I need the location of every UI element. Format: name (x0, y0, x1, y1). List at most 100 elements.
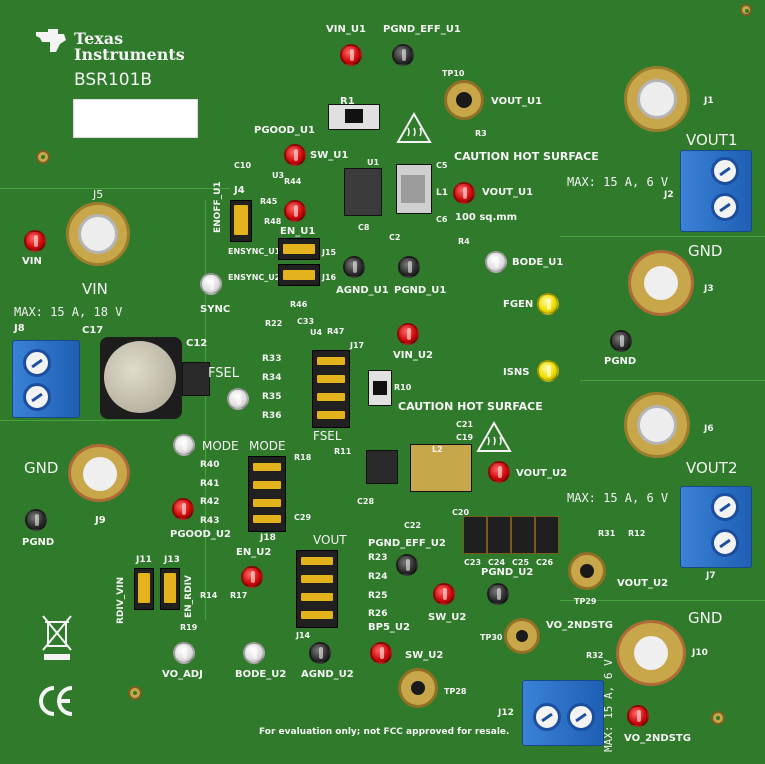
u4-label: U4 (310, 328, 323, 337)
testpoint-tp10[interactable] (444, 80, 484, 120)
vout1-rating: MAX: 15 A, 6 V (567, 175, 669, 189)
terminal-block-j8[interactable] (12, 340, 80, 418)
testpoint-fgen[interactable] (537, 293, 559, 315)
tp30-label: TP30 (480, 633, 503, 642)
tp-sync-label: SYNC (200, 304, 231, 315)
testpoint-vin-u2[interactable] (397, 323, 419, 345)
r4-label: R4 (458, 237, 470, 246)
testpoint-agnd-u2[interactable] (309, 642, 331, 664)
banana-jack-gnd[interactable] (68, 444, 130, 502)
j15-label: J15 (322, 248, 337, 257)
terminal-block-j7[interactable] (680, 486, 752, 568)
ic-u1 (344, 168, 382, 216)
jumper-j13[interactable] (160, 568, 180, 610)
tp-vout-u1-label: VOUT_U1 (482, 187, 534, 198)
testpoint-en-u1[interactable] (284, 200, 306, 222)
r45-label: R45 (260, 197, 278, 206)
testpoint-fsel[interactable] (227, 388, 249, 410)
banana-jack-vout1[interactable] (624, 66, 690, 132)
serial-label-area (73, 99, 198, 138)
caution-label-2: CAUTION HOT SURFACE (398, 400, 543, 413)
vo2nd-rating: MAX: 15 A, 6 V (602, 659, 615, 752)
testpoint-bode-u2[interactable] (243, 642, 265, 664)
testpoint-pgnd-u1[interactable] (398, 256, 420, 278)
fsel-label: FSEL (313, 429, 342, 443)
jumper-block-j14[interactable] (296, 550, 338, 628)
testpoint-sync[interactable] (200, 273, 222, 295)
hot-surface-icon (476, 421, 512, 452)
rdiv-vin-label: RDIV_VIN (116, 576, 126, 624)
tp-sw-u1-label: SW_U1 (310, 150, 349, 161)
banana-jack-vin[interactable] (66, 202, 130, 266)
c19-label: C19 (456, 433, 474, 442)
testpoint-pgnd-right[interactable] (610, 330, 632, 352)
trace (580, 380, 765, 382)
banana-jack-gnd-j10[interactable] (616, 620, 686, 686)
tp-vout-u2-tp-label: VOUT_U2 (617, 578, 669, 589)
c12-label: C12 (186, 338, 208, 349)
testpoint-agnd-u1[interactable] (343, 256, 365, 278)
testpoint-bode-u1[interactable] (485, 251, 507, 273)
testpoint-isns[interactable] (537, 360, 559, 382)
testpoint-pgnd-eff-u1[interactable] (392, 44, 414, 66)
testpoint-vo-adj[interactable] (173, 642, 195, 664)
c25-label: C25 (512, 558, 530, 567)
tp-vin-u2-label: VIN_U2 (393, 350, 433, 361)
jumper-block-j17[interactable] (312, 350, 350, 428)
r41-label: R41 (200, 479, 220, 489)
r47-label: R47 (327, 327, 345, 336)
tp-vo-adj-label: VO_ADJ (162, 669, 203, 680)
bulk-capacitor-c17 (100, 337, 182, 419)
jumper-block-j18[interactable] (248, 456, 286, 532)
testpoint-pgnd-u2[interactable] (487, 583, 509, 605)
c21-label: C21 (456, 420, 474, 429)
mounting-hole (711, 711, 725, 725)
r42-label: R42 (200, 497, 220, 507)
r46-label: R46 (290, 300, 308, 309)
mounting-hole (740, 4, 752, 16)
testpoint-pgnd-left[interactable] (25, 509, 47, 531)
u1-label: U1 (367, 158, 380, 167)
testpoint-tp28[interactable] (398, 668, 438, 708)
testpoint-tp30[interactable] (504, 618, 540, 654)
testpoint-vout-u1[interactable] (453, 182, 475, 204)
r31-label: R31 (598, 529, 616, 538)
c23-label: C23 (464, 558, 482, 567)
c20-label: C20 (452, 508, 470, 517)
tp-bode-u1-label: BODE_U1 (512, 257, 564, 268)
testpoint-pgnd-eff-u2[interactable] (396, 554, 418, 576)
testpoint-tp29[interactable] (568, 552, 606, 590)
testpoint-en-u2[interactable] (241, 566, 263, 588)
testpoint-mode[interactable] (173, 434, 195, 456)
jumper-j11[interactable] (134, 568, 154, 610)
banana-jack-gnd-j3[interactable] (628, 250, 694, 316)
testpoint-vin[interactable] (24, 230, 46, 252)
testpoint-vo-2ndstg[interactable] (627, 705, 649, 727)
jumper-j15[interactable] (278, 238, 320, 260)
r40-label: R40 (200, 460, 220, 470)
ti-logo-icon (36, 29, 66, 52)
gnd-left-label: GND (24, 459, 59, 477)
testpoint-bp5-u2[interactable] (370, 642, 392, 664)
r18-label: R18 (294, 453, 312, 462)
j11-label: J11 (136, 555, 152, 565)
c29-label: C29 (294, 513, 312, 522)
terminal-block-j2[interactable] (680, 150, 752, 232)
testpoint-pgood-u1[interactable] (284, 144, 306, 166)
banana-jack-vout2[interactable] (624, 392, 690, 458)
j18-label: J18 (260, 533, 276, 543)
tp-pgnd-eff-u1-label: PGND_EFF_U1 (383, 24, 461, 35)
r48-label: R48 (264, 217, 282, 226)
testpoint-vin-u1[interactable] (340, 44, 362, 66)
trace (560, 600, 765, 602)
testpoint-pgood-u2[interactable] (172, 498, 194, 520)
tp-pgnd-u2-label: PGND_U2 (481, 567, 534, 578)
testpoint-sw-u2-mid[interactable] (433, 583, 455, 605)
jumper-j4[interactable] (230, 200, 252, 242)
testpoint-vout-u2[interactable] (488, 461, 510, 483)
terminal-block-j12[interactable] (522, 680, 604, 746)
vin-rating: MAX: 15 A, 18 V (14, 305, 123, 319)
ic-u2 (366, 450, 398, 484)
jumper-j16[interactable] (278, 264, 320, 286)
